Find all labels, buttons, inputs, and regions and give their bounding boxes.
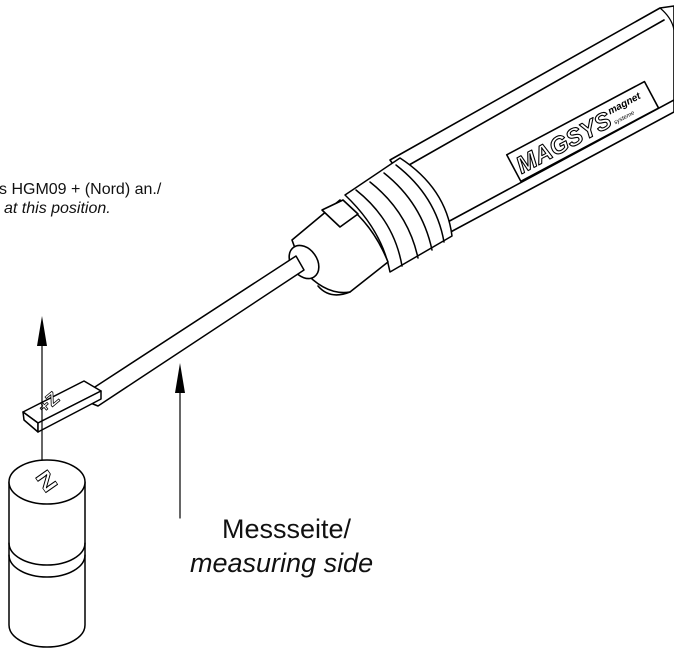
field-direction-arrow xyxy=(37,316,47,481)
measuring-side-label-english: measuring side xyxy=(190,548,374,578)
probe-nose xyxy=(288,199,389,296)
note-english: at this position. xyxy=(4,200,111,217)
measuring-side-label-german: Messseite/ xyxy=(222,514,352,544)
probe-tip xyxy=(22,380,102,433)
probe-stem xyxy=(77,255,305,407)
measuring-side-arrow xyxy=(175,363,185,519)
test-magnet xyxy=(8,459,86,648)
logo-frame xyxy=(505,80,660,183)
probe-grip xyxy=(344,157,453,273)
note-german: s HGM09 + (Nord) an./ xyxy=(0,181,162,198)
